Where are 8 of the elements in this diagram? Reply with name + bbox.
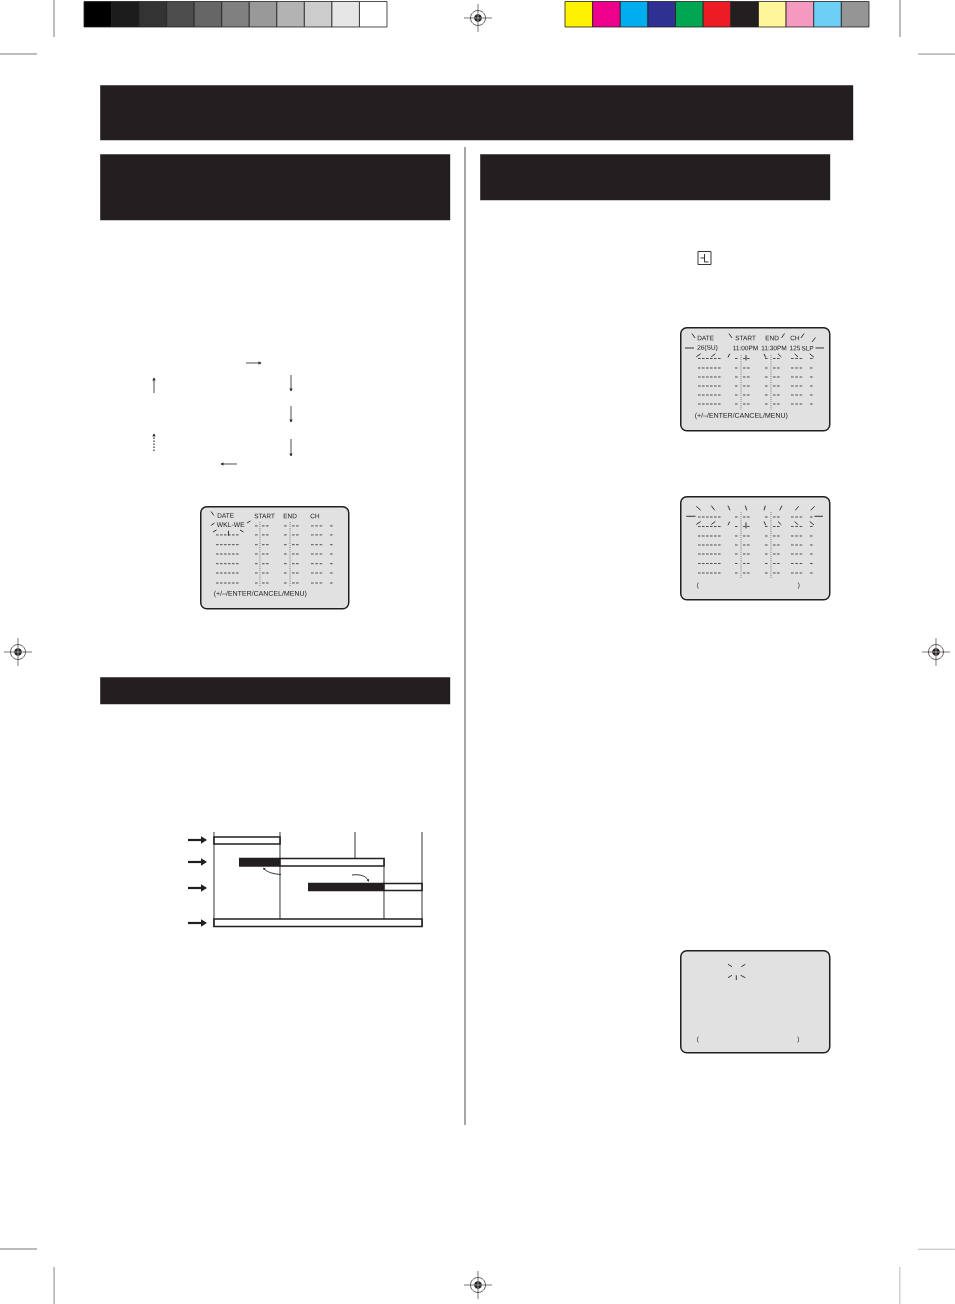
heading-bar	[480, 154, 831, 201]
osd-screen	[200, 506, 350, 610]
heading-bar	[100, 154, 451, 221]
osd-screen	[680, 327, 831, 432]
osd-screen	[680, 496, 831, 601]
heading-bar	[100, 677, 451, 705]
heading-bar	[100, 85, 854, 141]
osd-screen	[680, 950, 831, 1054]
